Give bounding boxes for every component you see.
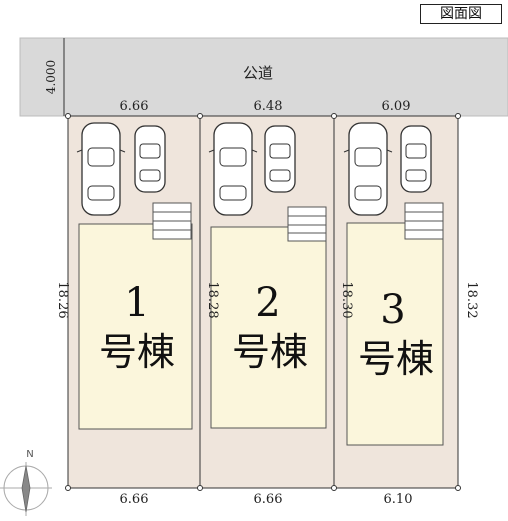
lot-3-car-large-icon [343, 122, 393, 216]
lot-2-car-small-icon [264, 125, 296, 193]
lot-1-number: 1 [124, 280, 149, 326]
north-compass-icon: N [0, 449, 52, 516]
lot-2: 2 号棟 6.48 6.66 18.28 [199, 99, 335, 507]
lot-3-frontage-dimension: 6.09 [382, 99, 411, 114]
lot-3: 3 号棟 6.09 6.10 18.30 [333, 99, 459, 507]
lot-3-depth-dimension: 18.30 [339, 281, 354, 318]
lot-3-number: 3 [380, 287, 405, 333]
compass-north-label: N [26, 449, 33, 460]
lot-2-frontage-dimension: 6.48 [254, 99, 283, 114]
lot-3-house [346, 222, 444, 446]
lot-1-frontage-dimension: 6.66 [120, 99, 149, 114]
public-road [19, 37, 508, 117]
lot-1: 1 号棟 6.66 6.66 18.26 [55, 99, 201, 507]
right-depth-dimension: 18.32 [464, 281, 479, 318]
road-width-label: 4.000 [44, 60, 58, 94]
lot-2-rear-dimension: 6.66 [254, 492, 283, 507]
boundary-markers [65, 113, 461, 491]
lot-3-building-label: 号棟 [358, 337, 434, 381]
lot-1-rear-dimension: 6.66 [120, 492, 149, 507]
lot-3-car-small-icon [400, 125, 432, 193]
lot-1-car-small-icon [134, 125, 166, 193]
lot-2-number: 2 [255, 280, 280, 326]
lot-2-building-label: 号棟 [232, 330, 308, 374]
lot-1-house [78, 223, 193, 430]
lot-2-entrance-steps [287, 206, 327, 242]
lot-1-depth-dimension: 18.26 [55, 281, 70, 318]
lot-3-rear-dimension: 6.10 [384, 492, 413, 507]
page-title: 図面図 [420, 4, 502, 24]
lot-2-house [210, 226, 327, 429]
lot-1-car-large-icon [76, 122, 126, 216]
lot-2-depth-dimension: 18.28 [205, 281, 220, 318]
lot-2-car-large-icon [208, 122, 258, 216]
road-label: 公道 [243, 64, 273, 82]
lot-1-building-label: 号棟 [99, 330, 175, 374]
